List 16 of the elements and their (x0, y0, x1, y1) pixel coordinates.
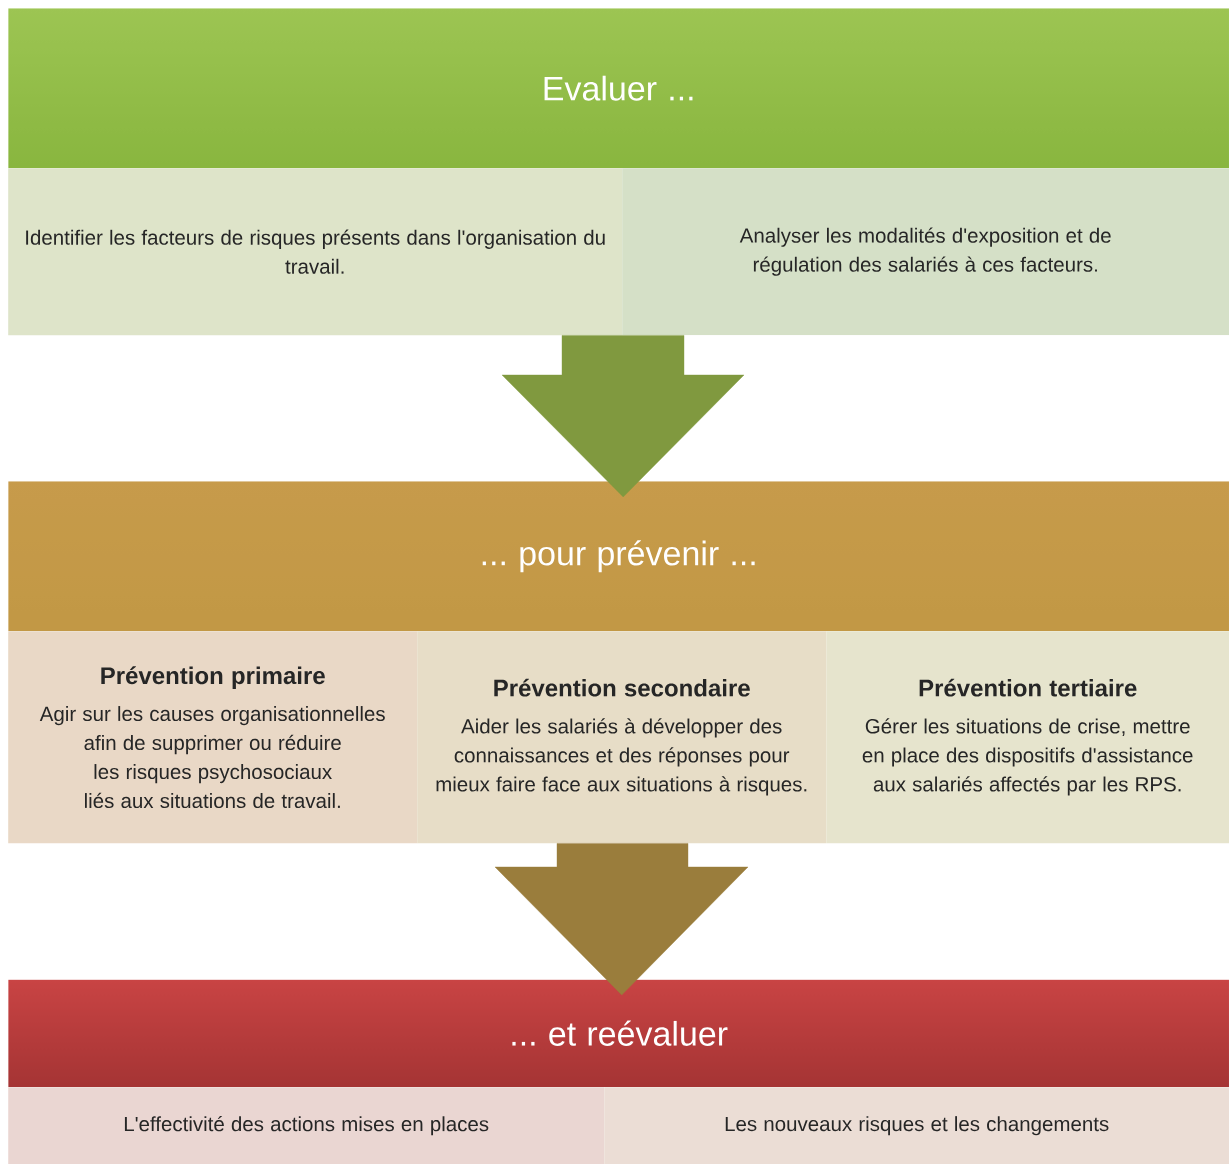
text-cell: Prévention tertiaire Gérer les situations de crise, mettre en place des dispositifs d'assistance aux salariés affectés par les RPS. (826, 631, 1229, 844)
node-label: Agir sur les causes organisationnelles afin de supprimer ou réduire les risques psychosociaux liés aux situations de travail. (39, 706, 385, 809)
text-cell: Prévention secondaire Aider les salariés à développer des connaissances et des réponses pour mieux faire face aux situations à risques. (417, 631, 827, 844)
section-header: ... et reévaluer (512, 1020, 728, 1046)
down-arrow (494, 843, 749, 996)
node-label: Prévention secondaire (494, 678, 750, 697)
text-cell: L'effectivité des actions mises en places (8, 1087, 605, 1164)
section-header: ... pour prévenir ... (482, 540, 755, 573)
text-cell: Analyser les modalités d'exposition et de régulation des salariés à ces facteurs. (622, 168, 1229, 336)
down-arrow (501, 335, 745, 498)
text-cell: Prévention primaire Agir sur les causes organisationnelles afin de supprimer ou réduire les risques psychosociaux liés aux situations de travail. (8, 631, 418, 844)
section-header: Evaluer ... (544, 75, 693, 101)
node-label: Aider les salariés à développer des connaissances et des réponses pour mieux faire face aux situations à risques. (436, 718, 807, 796)
text-cell: Identifier les facteurs de risques présents dans l'organisation du travail. (8, 168, 623, 336)
text-cell: Les nouveaux risques et les changements (604, 1087, 1229, 1164)
node-label: Prévention primaire (101, 666, 325, 689)
